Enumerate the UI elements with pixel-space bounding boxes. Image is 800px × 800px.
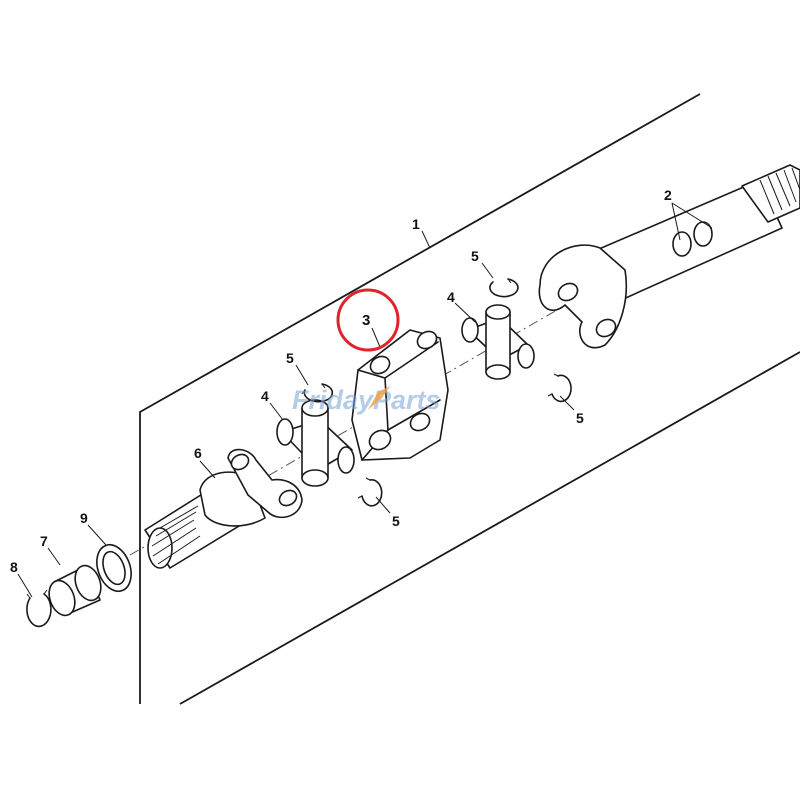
snap-ring-5-bottom[interactable] [357, 477, 383, 507]
watermark-friday: Friday [292, 385, 375, 415]
callout-2: 2 [664, 187, 672, 203]
callout-9: 9 [80, 510, 88, 526]
leader-lines [17, 202, 713, 598]
callout-6: 6 [194, 445, 202, 461]
callout-5-right: 5 [576, 410, 584, 426]
callout-5-top: 5 [471, 248, 479, 264]
cross-journal-4-lower[interactable] [276, 399, 355, 487]
snap-ring-5-right[interactable] [547, 373, 572, 403]
callout-1: 1 [412, 216, 420, 232]
snap-ring-5-top[interactable] [489, 278, 519, 298]
callout-4-lower: 4 [261, 388, 269, 404]
callout-8: 8 [10, 559, 18, 575]
snap-ring-5-left[interactable] [301, 383, 334, 403]
callout-4-upper: 4 [447, 289, 455, 305]
watermark: FridayParts [292, 385, 441, 415]
watermark-swoosh [368, 386, 390, 410]
highlight-circle [336, 288, 400, 352]
callout-5-bottom: 5 [392, 513, 400, 529]
callout-5-left: 5 [286, 350, 294, 366]
cross-journal-4-upper[interactable] [461, 304, 535, 380]
bushing-7[interactable] [45, 562, 106, 619]
center-yoke-3[interactable] [351, 328, 449, 461]
callout-7: 7 [40, 533, 48, 549]
shaft-yoke-6[interactable] [144, 448, 303, 569]
callout-3: 3 [362, 312, 370, 329]
seal-9[interactable] [91, 540, 137, 596]
retaining-ring-8[interactable] [26, 589, 52, 628]
shaft-yoke-2[interactable] [538, 164, 800, 349]
assembly-frame [139, 93, 800, 705]
